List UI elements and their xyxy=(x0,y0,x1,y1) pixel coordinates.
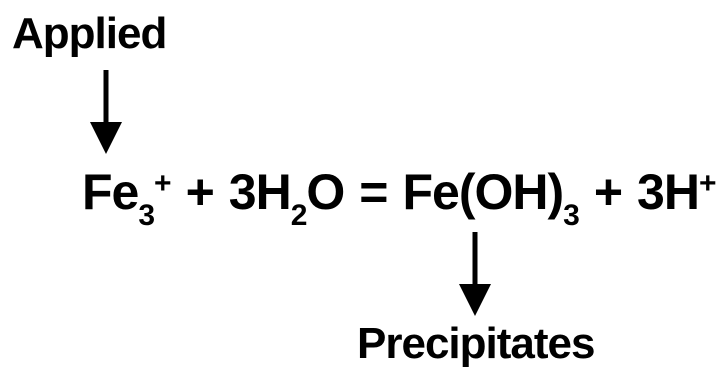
plus-sign-2: + xyxy=(593,164,623,220)
water-term: 3H2O xyxy=(228,164,346,232)
chemical-equation: Fe3++3H2O=Fe(OH)3+3H+ xyxy=(82,161,717,232)
applied-label: Applied xyxy=(12,9,167,58)
reactant-iron-ion: Fe3+ xyxy=(82,164,172,232)
reactant-iron-charge: + xyxy=(154,167,172,200)
plus-sign-1: + xyxy=(185,164,215,220)
reactant-iron-subscript: 3 xyxy=(138,199,155,232)
proton-charge: + xyxy=(698,167,717,200)
iron-hydroxide-term: Fe(OH)3 xyxy=(402,164,580,232)
water-subscript: 2 xyxy=(290,199,308,232)
applied-arrow-down-icon xyxy=(90,70,122,154)
proton-term: 3H+ xyxy=(637,164,717,220)
precipitates-label: Precipitates xyxy=(357,319,595,368)
equals-sign: = xyxy=(359,164,388,220)
precipitates-arrow-down-icon xyxy=(459,232,491,316)
iron-hydroxide-subscript: 3 xyxy=(563,199,580,232)
